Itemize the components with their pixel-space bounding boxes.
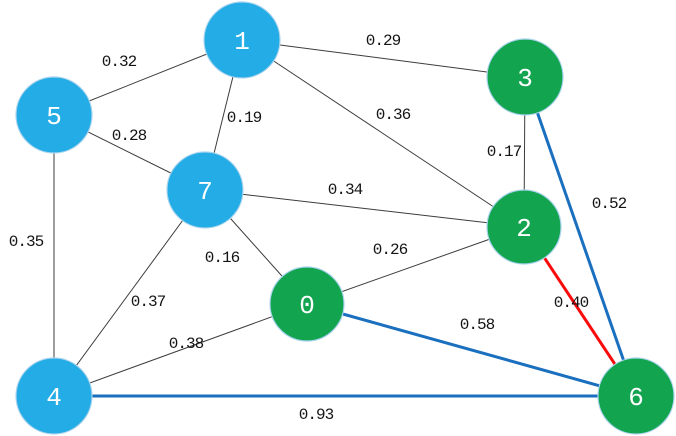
edge-weight-7-4: 0.37 [131,293,166,311]
edge-weight-4-6: 0.93 [299,406,334,424]
node-7[interactable] [166,151,244,229]
node-0[interactable] [269,266,345,342]
edge-7-2 [204,189,525,228]
edge-weight-0-2: 0.26 [373,241,408,259]
edge-weight-1-7: 0.19 [227,109,262,127]
edge-weight-3-6: 0.52 [592,195,627,213]
edge-weight-7-2: 0.34 [328,181,363,199]
edge-weight-2-6: 0.40 [554,294,589,312]
edge-0-6 [306,302,637,398]
node-5[interactable] [15,76,93,154]
edge-weight-7-0: 0.16 [205,249,240,267]
edge-1-3 [241,39,526,78]
edge-weight-5-7: 0.28 [112,127,147,145]
node-1[interactable] [203,1,281,79]
edge-0-4 [53,303,308,397]
edge-weight-0-4: 0.38 [169,335,204,353]
edge-1-2 [241,39,525,228]
edge-7-4 [53,189,206,397]
node-2[interactable] [486,189,562,265]
node-6[interactable] [597,357,675,435]
edge-weight-1-3: 0.29 [366,32,401,50]
node-4[interactable] [15,357,93,435]
edge-weight-5-1: 0.32 [102,53,137,71]
edge-weight-5-4: 0.35 [9,233,44,251]
edge-weight-3-2: 0.17 [487,143,522,161]
edge-weight-1-2: 0.36 [376,106,411,124]
nodes-layer [15,1,675,435]
node-3[interactable] [486,38,564,116]
edge-weight-0-6: 0.58 [460,316,495,334]
edge-0-2 [306,226,525,305]
edge-3-6 [523,76,638,397]
edge-labels-layer: 0.32 0.29 0.19 0.36 0.28 0.17 0.34 0.52 0.35 0.26… [9,32,628,424]
